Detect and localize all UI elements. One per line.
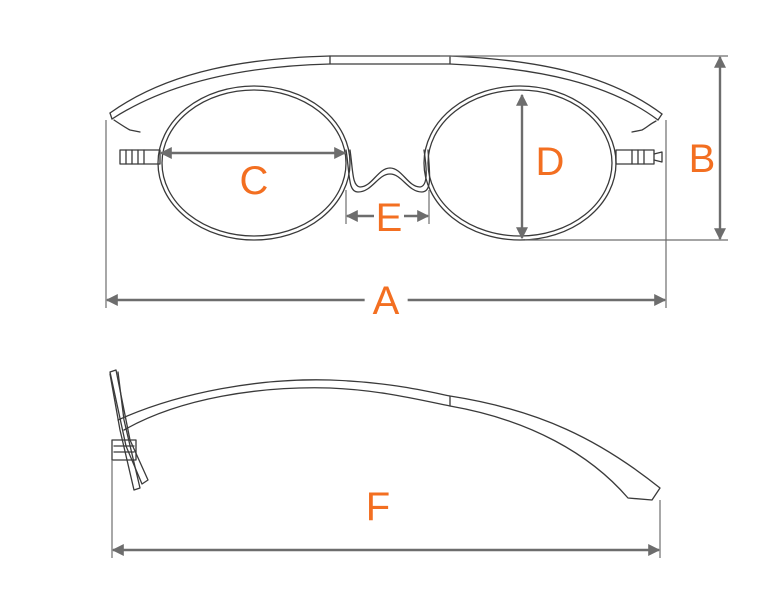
label-f: F <box>365 485 391 529</box>
label-b: B <box>688 137 716 181</box>
right-lens <box>423 85 617 241</box>
nose-bridge <box>345 149 431 193</box>
label-c: C <box>239 159 269 203</box>
label-a: A <box>364 281 408 321</box>
left-lens <box>157 85 351 241</box>
side-view-frame <box>109 369 661 501</box>
temple-arm <box>117 379 661 501</box>
label-e: E <box>375 196 403 240</box>
right-hinge <box>615 149 655 165</box>
label-d: D <box>535 140 565 184</box>
side-hinge <box>111 439 137 461</box>
front-view-frame <box>109 55 663 241</box>
brow-bar <box>109 55 663 115</box>
